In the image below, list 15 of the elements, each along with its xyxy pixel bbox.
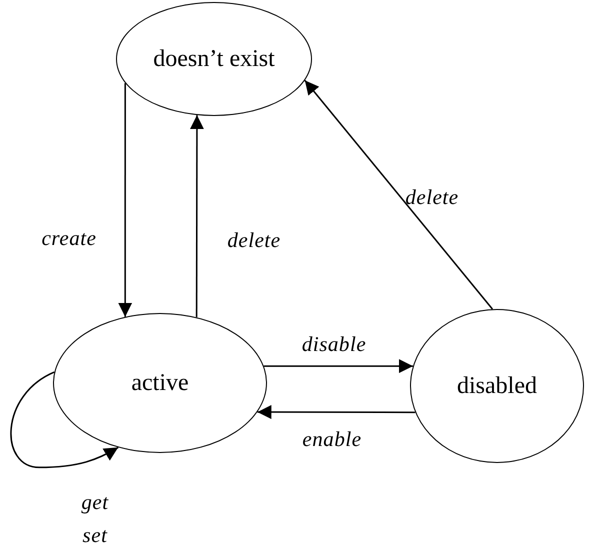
- arrow: [190, 115, 204, 318]
- arrow: [10, 371, 119, 468]
- arrow: [304, 80, 494, 310]
- edge-label: disable: [300, 331, 368, 358]
- edge-label: delete: [226, 227, 282, 254]
- arrow: [118, 83, 132, 317]
- state-name: disabled: [457, 372, 537, 401]
- edge-label: get set: [80, 489, 110, 548]
- arrow: [257, 405, 416, 420]
- edge-label: create: [40, 225, 98, 252]
- arrow: [264, 359, 413, 374]
- state-name: doesn’t exist: [153, 45, 275, 74]
- edge-label: enable: [301, 426, 363, 453]
- edge-label: delete: [404, 184, 460, 211]
- state-name: active: [131, 369, 189, 398]
